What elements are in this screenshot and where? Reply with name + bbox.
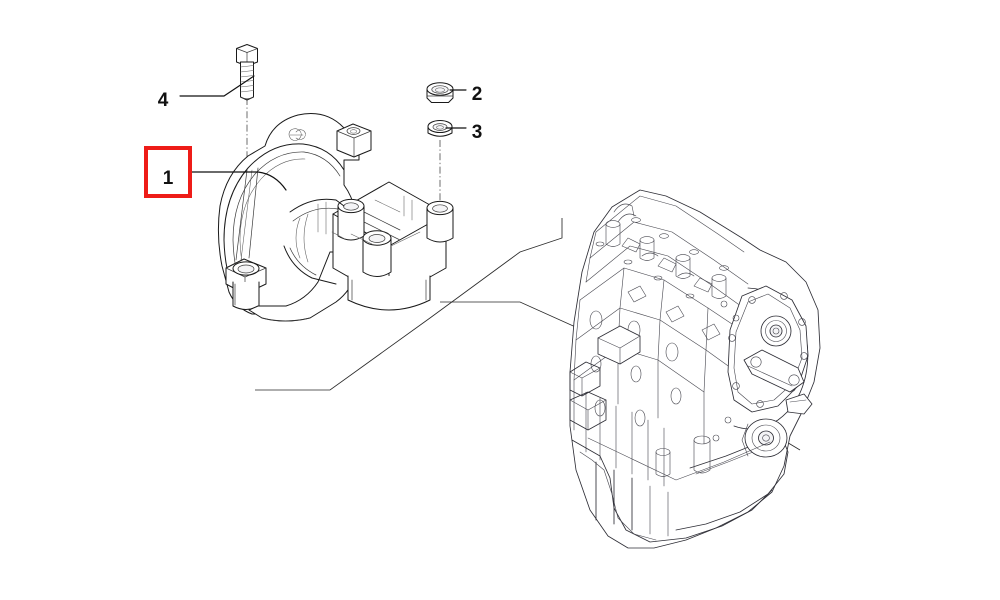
mold-marking [288,128,306,141]
callout-numbers: 1 2 3 4 [158,84,483,189]
engine-mount-bracket [217,113,454,322]
hex-head-bolt [236,44,258,101]
callout-number-4: 4 [158,90,169,111]
callout-number-1: 1 [163,168,174,189]
callout-number-3: 3 [472,122,483,143]
leader-line-4 [179,75,255,97]
leader-lines [179,75,467,191]
engine-block-assembly [569,189,821,549]
leader-line-1 [189,171,287,191]
hex-lock-nut [426,82,454,103]
callout-number-2: 2 [472,84,483,105]
callout-1-highlight-box [144,146,192,198]
